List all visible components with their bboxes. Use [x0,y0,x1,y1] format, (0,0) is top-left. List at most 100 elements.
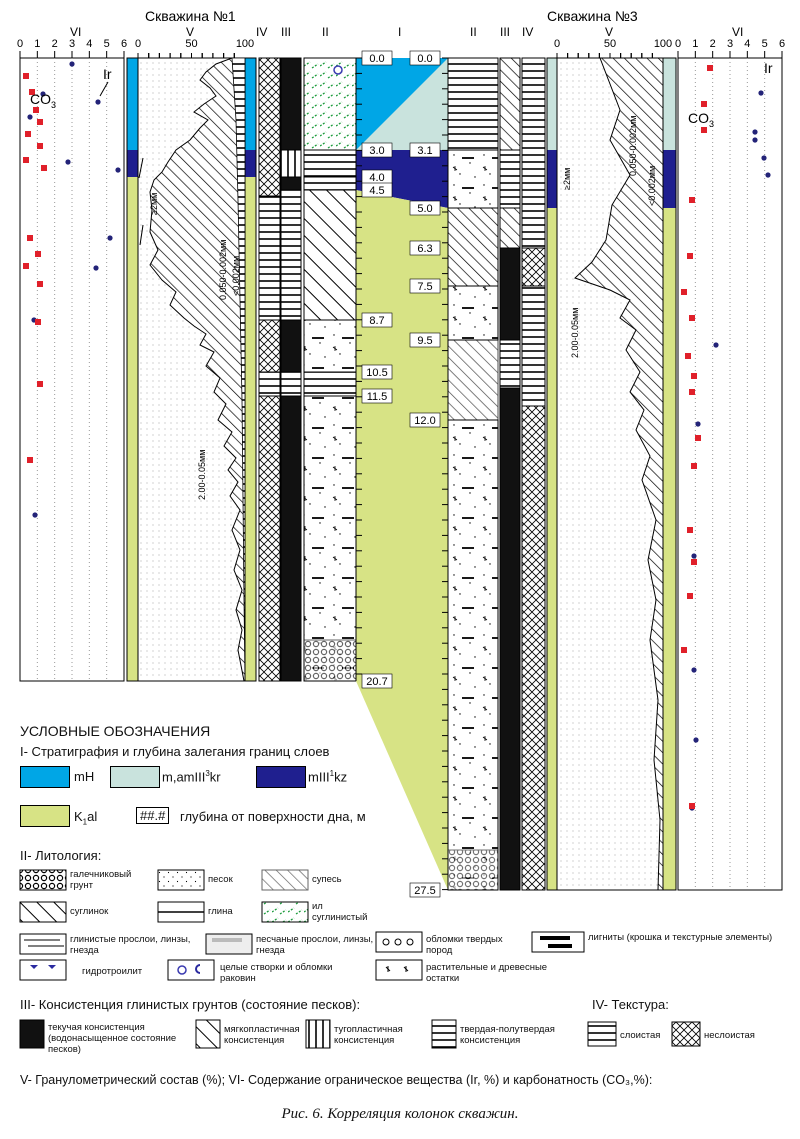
well1-co3-point [23,73,29,79]
legend-section-iii: III- Консистенция глинистых грунтов (сос… [20,997,361,1012]
vi-right-tick-6: 6 [779,38,785,50]
well3-silt-fraction-label: 0.050-0.002мм [628,116,638,176]
legend-section-i: I- Стратиграфия и глубина залегания гран… [20,744,330,759]
vi-left-tick-6: 6 [121,38,127,50]
col-label-iii-left: III [281,25,291,39]
well1-title: Скважина №1 [145,8,236,24]
well1-ir-point [95,99,101,105]
legend-texture-nonlayered: неслоистая [704,1030,755,1041]
well3-ir-point [765,172,771,178]
well1-depth-0.0: 0.0 [369,53,384,65]
vi-left-tick-2: 2 [52,38,58,50]
well1-ir-point [27,114,33,120]
legend-litho-fragments: обломки твердых пород [426,934,503,956]
well1-column-iii [280,57,302,682]
legend-section-ii: II- Литология: [20,848,102,863]
well3-gravel-fraction-label: ≥2мм [562,168,572,190]
well3-co3-point [691,373,697,379]
well1-clay-fraction-label: <0.002мм [231,256,241,296]
well3-co3-point [687,253,693,259]
well3-co3-label: CO3 [688,110,714,129]
v-left-tick-50: 50 [185,38,197,50]
well1-co3-point [37,143,43,149]
legend-depth-desc: глубина от поверхности дна, м [180,809,366,824]
v-right-tick-100: 100 [654,38,672,50]
legend-lithology-swatches [19,869,585,955]
legend-litho-clay-lenses: глинистые прослои, линзы, гнезда [70,934,191,956]
well3-depth-0.0: 0.0 [417,53,432,65]
well3-clay-fraction-label: <0.002мм [647,166,657,206]
legend-title: УСЛОВНЫЕ ОБОЗНАЧЕНИЯ [20,723,211,739]
v-left-tick-100: 100 [236,38,254,50]
well-correlation-diagram: Скважина №1 Скважина №3 VI V IV III II I… [17,8,785,898]
well1-co3-point [27,457,33,463]
well1-co3-point [25,131,31,137]
legend-litho-shells: целые створки и обломки раковин [220,962,333,984]
well1-co3-point [35,251,41,257]
well3-co3-point [691,463,697,469]
legend-litho-sand: песок [208,874,233,885]
well3-ir-point [691,667,697,673]
well3-column-ii [447,57,499,891]
legend-consist-stiff: тугопластичная консистенция [334,1024,403,1046]
legend-consist-hard: твердая-полутвердая консистенция [460,1024,555,1046]
v-right-tick-50: 50 [604,38,616,50]
well3-depth-12.0: 12.0 [414,415,435,427]
well1-depth-11.5: 11.5 [367,391,388,403]
vi-left-tick-5: 5 [104,38,110,50]
well3-strat-strip [546,57,677,891]
legend-litho-plants: растительные и древесные остатки [426,962,548,984]
well3-ir-point [752,137,758,143]
well1-ir-point [40,91,46,97]
well1-depth-labels: 0.03.04.04.58.710.511.520.7 [361,50,393,689]
well3-ir-point [758,90,764,96]
legend-texture-layered: слоистая [620,1030,661,1041]
legend-litho-sandy-loam: супесь [312,874,342,885]
legend-consist-soft: мягкопластичная консистенция [224,1024,300,1046]
well1-silt-fraction-label: 0.050-0.002мм [218,240,228,300]
well1-depth-8.7: 8.7 [369,315,384,327]
well1-depth-4.0: 4.0 [369,172,384,184]
well3-co3-point [701,101,707,107]
well3-ir-point [713,342,719,348]
well3-co3-point [689,197,695,203]
v-right-tick-labels: 0 50 100 [554,38,672,58]
col-label-iv-left: IV [256,25,267,39]
well3-ir-label: Ir [764,60,773,76]
vi-right-tick-2: 2 [710,38,716,50]
well3-co3-point [701,127,707,133]
well1-ir-point [32,512,38,518]
v-right-tick-0: 0 [554,38,560,50]
legend-consist-fluid: текучая консистенция (водонасыщенное сос… [48,1022,177,1055]
well3-co3-point [687,527,693,533]
well1-sand-fraction-label: 2.00-0.05мм [197,450,207,500]
well3-ir-point [693,737,699,743]
well3-ir-point [695,421,701,427]
col-label-vi-left: VI [70,25,81,39]
well1-depth-10.5: 10.5 [366,367,387,379]
well1-column-vi: Ir CO3 [19,57,125,682]
vi-right-tick-4: 4 [744,38,750,50]
legend-swatch-mH [20,766,70,788]
well1-co3-point [23,157,29,163]
col-label-v-left: V [186,25,194,39]
well3-depth-7.5: 7.5 [417,281,432,293]
well3-title: Скважина №3 [547,8,638,24]
well1-column-iv [258,57,281,682]
well1-ir-point [115,167,121,173]
well1-ir-point [93,265,99,271]
col-label-iii-right: III [500,25,510,39]
well1-co3-point [37,281,43,287]
vi-left-tick-4: 4 [86,38,92,50]
well1-ir-point [107,235,113,241]
well1-co3-point [27,235,33,241]
legend-litho-loam: суглинок [70,906,109,917]
well3-depth-5.0: 5.0 [417,203,432,215]
col-label-i: I [398,25,401,39]
well3-co3-point [689,389,695,395]
legend-litho-sand-lenses: песчаные прослои, линзы, гнезда [256,934,374,956]
well3-co3-point [687,593,693,599]
well1-co3-point [23,263,29,269]
